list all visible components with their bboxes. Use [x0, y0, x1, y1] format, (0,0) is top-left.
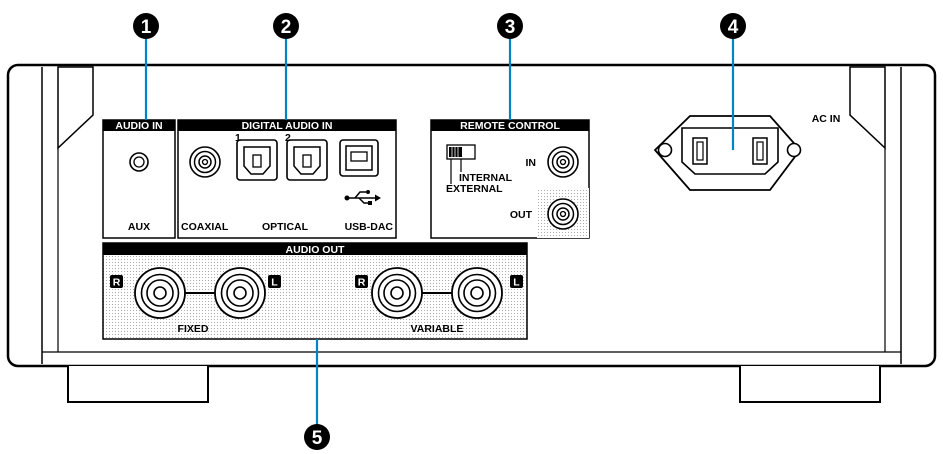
remote-in-label: IN — [526, 157, 537, 169]
optical-1-label: 1 — [235, 132, 241, 144]
usb-dac-label: USB-DAC — [345, 221, 394, 233]
variable-l-jack[interactable] — [451, 267, 503, 319]
variable-r-jack[interactable] — [371, 267, 423, 319]
fixed-l-mark: L — [271, 277, 278, 289]
digital-audio-in-panel: DIGITAL AUDIO IN 1 2 COAXIAL OPTICAL USB… — [177, 119, 397, 239]
external-label: EXTERNAL — [446, 183, 503, 195]
fixed-l-jack[interactable] — [214, 267, 266, 319]
variable-group: R L VARIABLE — [355, 267, 523, 335]
remote-control-header: REMOTE CONTROL — [460, 120, 560, 132]
svg-text:5: 5 — [312, 428, 323, 449]
callout-5: 5 — [304, 424, 330, 450]
audio-out-header: AUDIO OUT — [286, 244, 346, 256]
ac-inlet[interactable] — [653, 115, 802, 191]
audio-out-panel: AUDIO OUT R L FIXED R L VARIABLE — [102, 242, 528, 340]
fixed-r-mark: R — [113, 277, 121, 289]
coaxial-label: COAXIAL — [181, 221, 229, 233]
usb-port[interactable] — [339, 139, 379, 177]
variable-r-mark: R — [358, 277, 366, 289]
remote-in-jack[interactable] — [547, 146, 579, 178]
optical-label: OPTICAL — [262, 221, 309, 233]
svg-text:3: 3 — [505, 17, 516, 38]
audio-in-header: AUDIO IN — [115, 120, 162, 132]
ac-in-label: AC IN — [812, 113, 841, 125]
internal-external-switch[interactable] — [446, 144, 476, 184]
remote-out-label: OUT — [510, 209, 533, 221]
remote-control-panel: REMOTE CONTROL INTERNAL EXTERNAL IN OUT — [430, 119, 590, 239]
audio-in-panel: AUDIO IN AUX — [102, 119, 176, 239]
usb-icon — [344, 190, 381, 205]
callout-3: 3 — [497, 13, 523, 39]
callout-2: 2 — [273, 13, 299, 39]
optical-2-label: 2 — [285, 132, 291, 144]
callout-lines — [144, 38, 735, 426]
aux-label: AUX — [128, 221, 150, 233]
fixed-group: R L FIXED — [110, 267, 281, 335]
coaxial-jack[interactable] — [189, 146, 221, 178]
fixed-r-jack[interactable] — [134, 267, 186, 319]
optical-1-port[interactable] — [236, 139, 278, 181]
svg-text:1: 1 — [141, 17, 152, 38]
variable-label: VARIABLE — [411, 323, 464, 335]
digital-audio-in-header: DIGITAL AUDIO IN — [242, 120, 333, 132]
svg-text:2: 2 — [281, 17, 292, 38]
callout-1: 1 — [133, 13, 159, 39]
optical-2-port[interactable] — [286, 139, 328, 181]
internal-label: INTERNAL — [459, 172, 513, 184]
variable-l-mark: L — [513, 277, 520, 289]
svg-text:4: 4 — [728, 17, 739, 38]
remote-out-jack[interactable] — [547, 198, 579, 230]
callout-4: 4 — [720, 13, 746, 39]
fixed-label: FIXED — [178, 323, 209, 335]
